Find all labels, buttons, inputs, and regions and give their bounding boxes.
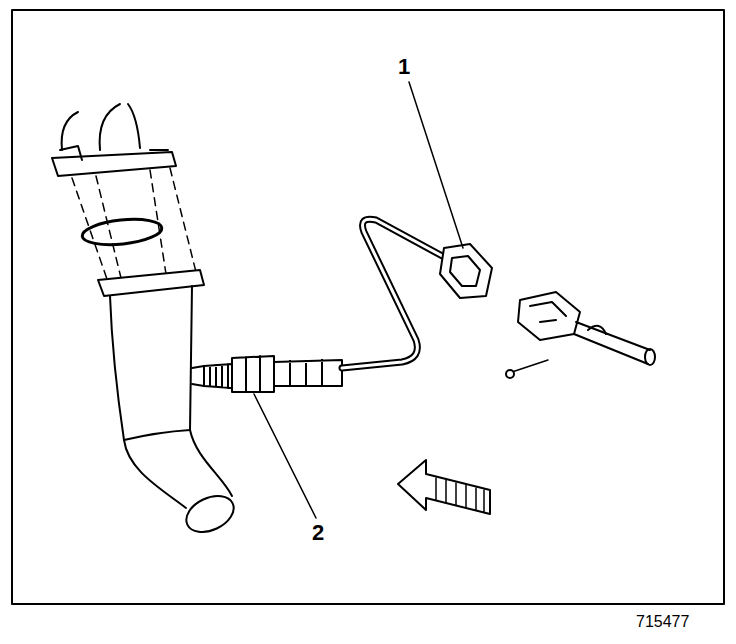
- sensor-lead: [342, 219, 446, 368]
- sensor-tip: [192, 366, 204, 386]
- sensor-thread: [204, 364, 232, 388]
- terminal-pin-head: [506, 370, 514, 378]
- gasket: [81, 216, 163, 248]
- pipe-band: [124, 430, 190, 440]
- pipe-edge: [110, 296, 186, 508]
- terminal-pin: [512, 360, 548, 372]
- connector-face: [450, 256, 480, 286]
- harness-wire: [574, 322, 650, 364]
- lower-flange: [98, 270, 204, 296]
- figure-number: 715477: [636, 614, 689, 630]
- harness-wire-end: [645, 349, 655, 365]
- sensor-hex: [232, 356, 274, 392]
- manifold-stub: [62, 104, 140, 150]
- upper-flange: [52, 152, 176, 176]
- sensor-body: [274, 360, 342, 386]
- callout-number: 1: [398, 56, 410, 78]
- flange-stud: [60, 146, 168, 160]
- pipe-opening: [181, 489, 240, 539]
- figure-border: [12, 10, 724, 604]
- sensor-connector: [440, 244, 492, 298]
- pipe-edge: [190, 286, 232, 496]
- alignment-line: [72, 168, 196, 282]
- callout-number: 2: [312, 522, 324, 544]
- harness-connector: [518, 292, 580, 340]
- harness-clip: [588, 326, 606, 334]
- leader-line: [254, 394, 316, 518]
- connector-face: [530, 302, 566, 322]
- sensor-lead-core: [342, 219, 446, 368]
- leader-line: [409, 82, 463, 248]
- arrow-shading: [436, 478, 484, 512]
- view-arrow: [398, 460, 490, 514]
